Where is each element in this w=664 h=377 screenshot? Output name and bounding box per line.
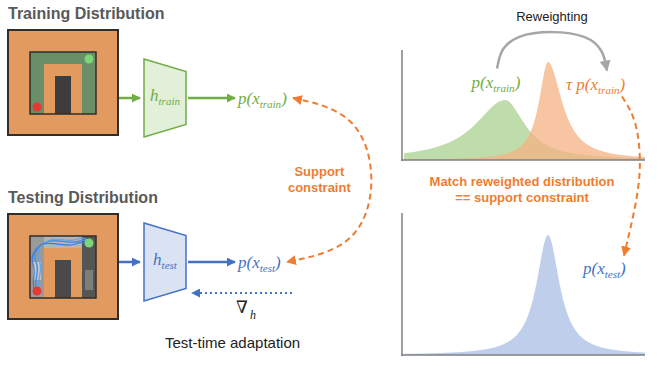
chart-axis — [401, 50, 403, 161]
text-run: p(x — [238, 89, 260, 108]
subscript: test — [162, 259, 177, 271]
text-run: Training Distribution — [8, 5, 164, 22]
distribution-label: p(xtrain) — [472, 73, 523, 92]
section-heading: Testing Distribution — [8, 188, 118, 207]
math-label: τ p(xtrain) — [566, 75, 625, 94]
chart-axis — [401, 354, 645, 356]
photo-patch — [85, 270, 93, 290]
text-run: ) — [275, 253, 281, 272]
text-run: p(x — [583, 259, 605, 278]
density-curve — [404, 235, 645, 355]
goal-dot — [85, 239, 94, 248]
connector-arrow — [188, 261, 235, 264]
photo-patch — [55, 260, 71, 298]
trajectory — [32, 243, 89, 291]
connector-arrow — [188, 97, 235, 100]
edge-label: Support constraint — [275, 163, 363, 197]
gradient-arrow — [192, 292, 292, 294]
text-run: ) — [619, 75, 625, 94]
maze-picture — [8, 214, 118, 319]
maze-frame — [8, 214, 118, 319]
trajectory — [38, 238, 89, 291]
connector-arrow — [497, 32, 607, 70]
trajectory — [35, 240, 90, 291]
maze-wall — [44, 64, 82, 114]
connector-arrow — [119, 97, 140, 100]
edge-label-text: Reweighting — [516, 9, 588, 24]
distribution-label: p(xtest) — [583, 259, 628, 278]
maze-picture — [8, 30, 118, 135]
math-label: htrain — [150, 86, 180, 111]
subscript: train — [260, 98, 281, 110]
chart-axis — [401, 159, 645, 161]
maze-wall — [44, 248, 82, 298]
start-dot — [33, 103, 42, 112]
math-label: p(xtrain) — [472, 73, 521, 92]
edge-label: Reweighting — [516, 9, 588, 25]
start-dot — [33, 287, 42, 296]
subscript: h — [250, 308, 256, 322]
text-run: ) — [281, 89, 287, 108]
edge-label-text: Match reweighted distribution == support… — [430, 174, 615, 205]
gradient-symbol: ∇ — [236, 298, 248, 316]
photo-patch — [82, 236, 96, 298]
distribution-label: τ p(xtrain) — [566, 75, 628, 94]
text-run: h — [153, 250, 162, 269]
text-run: Testing Distribution — [8, 189, 158, 206]
maze-image: Testing Distribution — [8, 214, 118, 319]
encoder-block: htrain — [143, 58, 187, 138]
text-run: h — [150, 86, 159, 105]
subscript: train — [493, 82, 514, 94]
maze-frame — [8, 30, 118, 135]
trapezoid-outline — [144, 223, 186, 301]
annotation: Test-time adaptation — [165, 334, 300, 352]
connector-arrow — [119, 261, 140, 264]
trapezoid-outline — [144, 59, 186, 137]
text-run: τ p(x — [566, 75, 598, 94]
subscript: train — [598, 84, 619, 96]
text-run: p(x — [238, 253, 260, 272]
maze-floor — [30, 236, 96, 298]
math-label: p(xtest) — [583, 259, 626, 278]
subscript: train — [159, 95, 180, 107]
chart-axis — [401, 213, 403, 356]
math-label: p(xtrain) — [238, 89, 287, 108]
math-label: htest — [153, 250, 177, 275]
connector-arrow — [622, 97, 640, 256]
goal-dot — [85, 55, 94, 64]
edge-label-text: Support constraint — [288, 164, 351, 195]
distribution-label: p(xtest) — [238, 253, 283, 272]
maze-corridor — [30, 52, 96, 114]
distribution-label: p(xtrain) — [238, 89, 289, 108]
maze-floor — [30, 52, 96, 114]
subscript: test — [260, 262, 275, 274]
maze-border — [30, 52, 96, 114]
text-run: ) — [515, 73, 521, 92]
subscript: test — [605, 268, 620, 280]
density-curve — [404, 62, 645, 160]
encoder-block: htest — [143, 222, 187, 302]
maze-border — [30, 236, 96, 298]
text-run: ) — [620, 259, 626, 278]
edge-label: Match reweighted distribution == support… — [424, 174, 620, 206]
section-heading: Training Distribution — [8, 4, 118, 23]
maze-image: Training Distribution — [8, 30, 118, 135]
math-label: p(xtest) — [238, 253, 281, 272]
text-run: p(x — [472, 73, 494, 92]
